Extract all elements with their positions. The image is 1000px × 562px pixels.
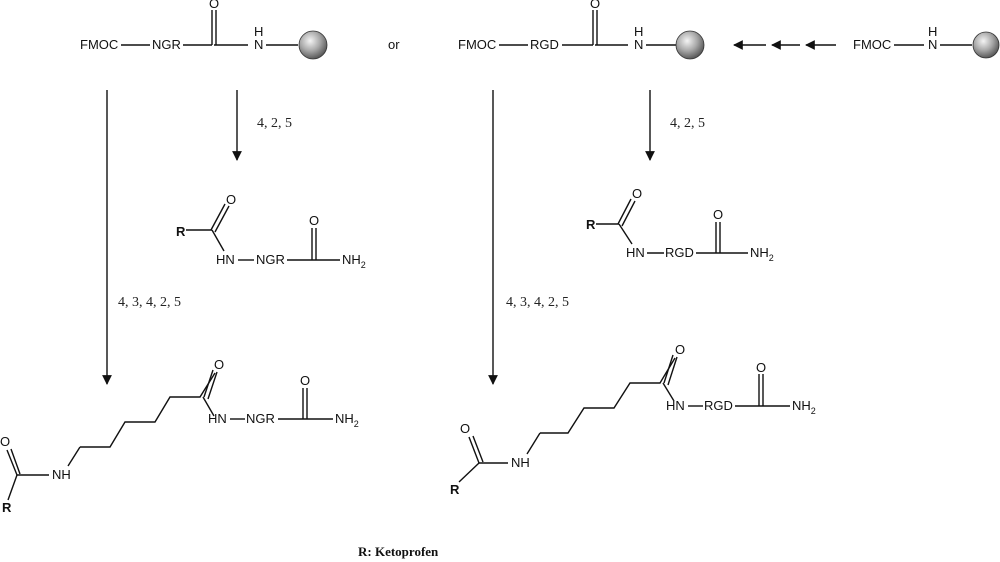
condition-short-left: 4, 2, 5 [257,116,292,131]
r-label: R [586,217,596,232]
r-label: R [176,224,186,239]
amide-h-label: H [634,24,643,39]
hn-label: HN [208,411,227,426]
hn-label: HN [626,245,645,260]
rgd-label: RGD [665,245,694,260]
reaction-arrows [102,90,655,385]
amide-n-label: N [254,37,263,52]
condition-long-right: 4, 3, 4, 2, 5 [506,295,569,310]
product-linker-ngr-amide: R O NH O HN NGR O NH2 [0,357,359,515]
carbonyl-o-label: O [460,421,470,436]
condition-long-left: 4, 3, 4, 2, 5 [118,295,181,310]
amide-h-label: H [254,24,263,39]
resin-bead [972,31,1000,59]
nh2-label: NH2 [335,411,359,429]
fmoc-rgd-resin: FMOC RGD O H N [458,0,705,60]
ngr-label: NGR [152,37,181,52]
nh2-label: NH2 [342,252,366,270]
nh2-label: NH2 [750,245,774,263]
carbonyl-o-label: O [713,207,723,222]
carbonyl-o-label: O [0,434,10,449]
fmoc-label: FMOC [458,37,496,52]
fmoc-nh-resin: FMOC H N [853,24,1000,59]
carbonyl-o-label: O [590,0,600,11]
ngr-label: NGR [256,252,285,267]
ngr-label: NGR [246,411,275,426]
amide-n-label: N [928,37,937,52]
resin-bead [675,30,705,60]
nh-label: NH [511,455,530,470]
fmoc-label: FMOC [80,37,118,52]
nh-label: NH [52,467,71,482]
rgd-label: RGD [704,398,733,413]
carbonyl-o-label: O [226,192,236,207]
condition-short-right: 4, 2, 5 [670,116,705,131]
r-label: R [450,482,460,497]
r-label: R [2,500,12,515]
carbonyl-o-label: O [300,373,310,388]
carbonyl-o-label: O [675,342,685,357]
product-r-hn-rgd-amide: R O HN RGD O NH2 [586,186,774,263]
hn-label: HN [216,252,235,267]
legend-r-ketoprofen: R: Ketoprofen [358,544,439,559]
resin-bead [298,30,328,60]
carbonyl-o-label: O [309,213,319,228]
amide-h-label: H [928,24,937,39]
rgd-label: RGD [530,37,559,52]
carbonyl-o-label: O [209,0,219,11]
product-r-hn-ngr-amide: R O HN NGR O NH2 [176,192,366,270]
carbonyl-o-label: O [214,357,224,372]
product-linker-rgd-amide: R O NH O HN RGD O NH2 [450,342,816,497]
fmoc-label: FMOC [853,37,891,52]
carbonyl-o-label: O [632,186,642,201]
fmoc-ngr-resin: FMOC NGR O H N [80,0,328,60]
nh2-label: NH2 [792,398,816,416]
hn-label: HN [666,398,685,413]
or-label: or [388,37,400,52]
amide-n-label: N [634,37,643,52]
carbonyl-o-label: O [756,360,766,375]
